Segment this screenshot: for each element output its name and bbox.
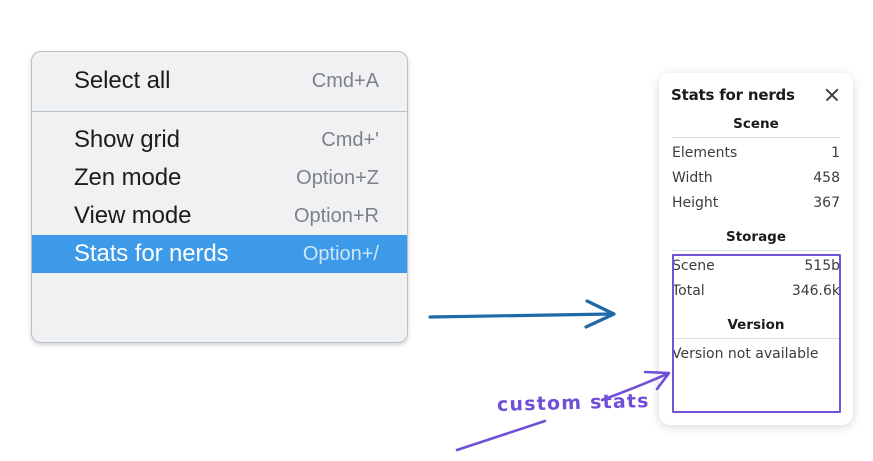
custom-stats-annotation-label: custom stats (496, 390, 650, 416)
stat-value: 515b (804, 258, 840, 274)
menu-item-stats-for-nerds[interactable]: Stats for nerds Option+/ (32, 235, 407, 273)
stats-panel-header: Stats for nerds (671, 73, 841, 104)
stat-value: 367 (813, 195, 840, 211)
stat-label: Elements (672, 145, 738, 161)
menu-section-1: Select all Cmd+A (32, 52, 407, 111)
purple-underline-stroke (455, 419, 547, 452)
menu-item-label: View mode (74, 202, 192, 229)
version-note: Version not available (672, 346, 819, 362)
stat-row-storage-scene: Scene 515b (671, 254, 841, 279)
stats-for-nerds-panel: Stats for nerds Scene Elements 1 Width 4… (659, 73, 853, 425)
menu-item-shortcut: Option+/ (302, 242, 379, 265)
stat-row-storage-total: Total 346.6k (671, 279, 841, 304)
stat-value: 458 (813, 170, 840, 186)
menu-divider (32, 111, 407, 112)
menu-item-show-grid[interactable]: Show grid Cmd+' (32, 121, 407, 159)
menu-item-shortcut: Cmd+A (311, 69, 379, 92)
stat-label: Total (672, 283, 705, 299)
stat-value: 346.6k (791, 283, 840, 299)
menu-item-shortcut: Option+Z (296, 166, 379, 189)
stat-label: Scene (672, 258, 715, 274)
stat-row-width: Width 458 (671, 166, 841, 191)
stats-panel-title: Stats for nerds (671, 86, 795, 104)
section-rule (672, 338, 840, 339)
stat-row-elements: Elements 1 (671, 141, 841, 166)
menu-item-label: Zen mode (74, 164, 182, 191)
menu-item-label: Select all (74, 67, 171, 94)
stat-row-height: Height 367 (671, 191, 841, 216)
section-heading-storage: Storage (725, 229, 787, 245)
context-menu[interactable]: Select all Cmd+A Show grid Cmd+' Zen mod… (31, 51, 408, 343)
stat-label: Width (672, 170, 713, 186)
menu-item-label: Show grid (74, 126, 180, 153)
section-rule (672, 250, 840, 251)
section-heading-version: Version (727, 317, 785, 333)
stat-label: Height (672, 195, 719, 211)
menu-item-view-mode[interactable]: View mode Option+R (32, 197, 407, 235)
close-icon[interactable] (823, 86, 841, 104)
section-heading-scene: Scene (733, 116, 779, 132)
section-rule (672, 137, 840, 138)
menu-item-select-all[interactable]: Select all Cmd+A (32, 62, 407, 100)
menu-item-shortcut: Cmd+' (321, 128, 379, 151)
menu-item-shortcut: Option+R (293, 204, 379, 227)
menu-item-zen-mode[interactable]: Zen mode Option+Z (32, 159, 407, 197)
menu-item-label: Stats for nerds (74, 240, 229, 267)
blue-arrow (428, 299, 616, 329)
menu-section-2: Show grid Cmd+' Zen mode Option+Z View m… (32, 112, 407, 282)
stat-value: 1 (831, 145, 840, 161)
